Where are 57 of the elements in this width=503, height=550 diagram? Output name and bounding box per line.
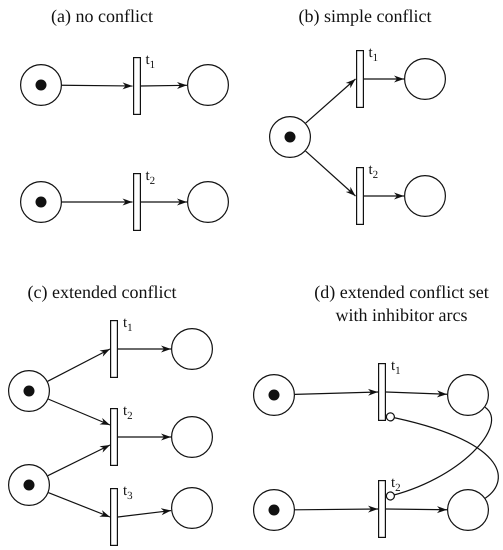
transition-label: t$_{2}$	[146, 169, 156, 187]
panel-title: (c) extended conflict	[26, 281, 178, 304]
transition-bar	[110, 408, 118, 466]
transition-bar	[132, 173, 140, 231]
transition-label: t$_{2}$	[123, 404, 133, 422]
arrow	[294, 388, 378, 396]
transition-label: t$_{1}$	[146, 53, 156, 71]
transition-label: t$_{2}$	[368, 163, 378, 181]
marked-place-circle	[269, 116, 311, 158]
panel-title: (a) no conflict	[50, 5, 154, 28]
place-circle	[404, 58, 446, 100]
arrow	[364, 192, 404, 200]
arrow	[47, 348, 110, 382]
marked-place-circle	[253, 374, 295, 416]
arrow	[140, 198, 187, 206]
place-circle	[171, 328, 213, 370]
marked-place-circle	[20, 181, 62, 223]
marked-place-circle	[8, 370, 50, 412]
transition-bar	[132, 57, 140, 115]
transition-label: t$_{1}$	[368, 46, 378, 64]
marked-place-circle	[20, 64, 62, 106]
place-circle	[171, 416, 213, 458]
arrow	[305, 150, 356, 196]
place-circle	[187, 64, 229, 106]
place-circle	[404, 175, 446, 217]
place-circle	[171, 487, 213, 529]
transition-bar	[356, 167, 364, 225]
place-circle	[447, 489, 489, 531]
marked-place-circle	[253, 489, 295, 531]
arrow	[386, 506, 447, 514]
place-circle	[447, 374, 489, 416]
transition-bar	[356, 50, 364, 108]
place-circle	[187, 181, 229, 223]
arrow	[48, 492, 110, 518]
panel-title: (b) simple conflict	[298, 5, 432, 28]
transition-label: t$_{1}$	[123, 316, 133, 334]
panel-title: (d) extended conflict set with inhibitor arcs	[313, 281, 490, 328]
transition-label: t$_{1}$	[391, 359, 401, 377]
arrow	[386, 390, 448, 398]
transition-label: t$_{2}$	[391, 476, 401, 494]
arrow	[140, 82, 188, 89]
arrow	[364, 76, 404, 82]
transition-label: t$_{3}$	[123, 484, 133, 502]
arrow	[62, 82, 132, 90]
arrow	[48, 444, 110, 476]
transition-bar	[378, 363, 386, 421]
transition-bar	[378, 480, 386, 538]
transition-bar	[110, 488, 118, 546]
arrow	[118, 508, 172, 518]
arrow	[118, 346, 171, 352]
transition-bar	[110, 320, 118, 378]
arrow	[62, 198, 132, 206]
arrow	[48, 398, 110, 426]
marked-place-circle	[8, 464, 50, 506]
arrow	[118, 434, 171, 440]
arrow	[305, 78, 356, 124]
arrow	[295, 506, 378, 513]
